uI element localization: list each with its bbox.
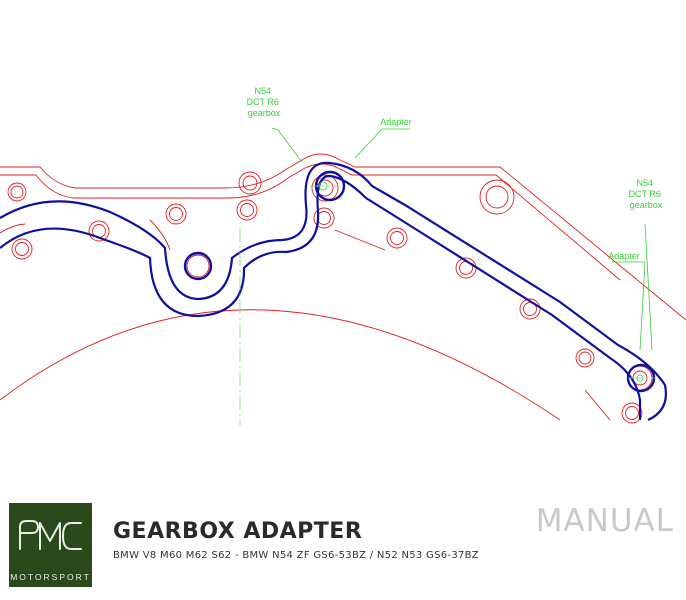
page-subtitle: BMW V8 M60 M62 S62 - BMW N54 ZF GS6-53BZ…	[113, 550, 479, 561]
n54-label-top: N54 DCT R6 gearbox	[247, 86, 282, 118]
page-title: GEARBOX ADAPTER	[113, 519, 363, 544]
n54-label-right-line3: gearbox	[630, 200, 663, 210]
engine-outline	[0, 153, 686, 421]
brand-name: MOTORSPORT	[10, 572, 91, 582]
annotation-lines	[271, 127, 653, 382]
n54-label-top-line2: DCT R6	[247, 97, 279, 107]
logo-mark-icon	[19, 520, 82, 550]
technical-drawing: N54 DCT R6 gearbox Adapter N54 DCT R6 ge…	[0, 86, 686, 425]
manual-badge: MANUAL	[535, 503, 674, 539]
brand-logo: MOTORSPORT	[9, 503, 92, 587]
n54-label-top-line1: N54	[254, 86, 271, 96]
n54-label-right-line1: N54	[636, 178, 653, 188]
n54-label-right: N54 DCT R6 gearbox	[629, 178, 664, 210]
centerlines	[239, 185, 655, 425]
adapter-label-top: Adapter	[380, 117, 412, 127]
n54-label-top-line3: gearbox	[248, 108, 281, 118]
adapter-label-right: Adapter	[608, 251, 640, 261]
adapter-plate-outline	[0, 161, 667, 422]
n54-label-right-line2: DCT R6	[629, 189, 661, 199]
